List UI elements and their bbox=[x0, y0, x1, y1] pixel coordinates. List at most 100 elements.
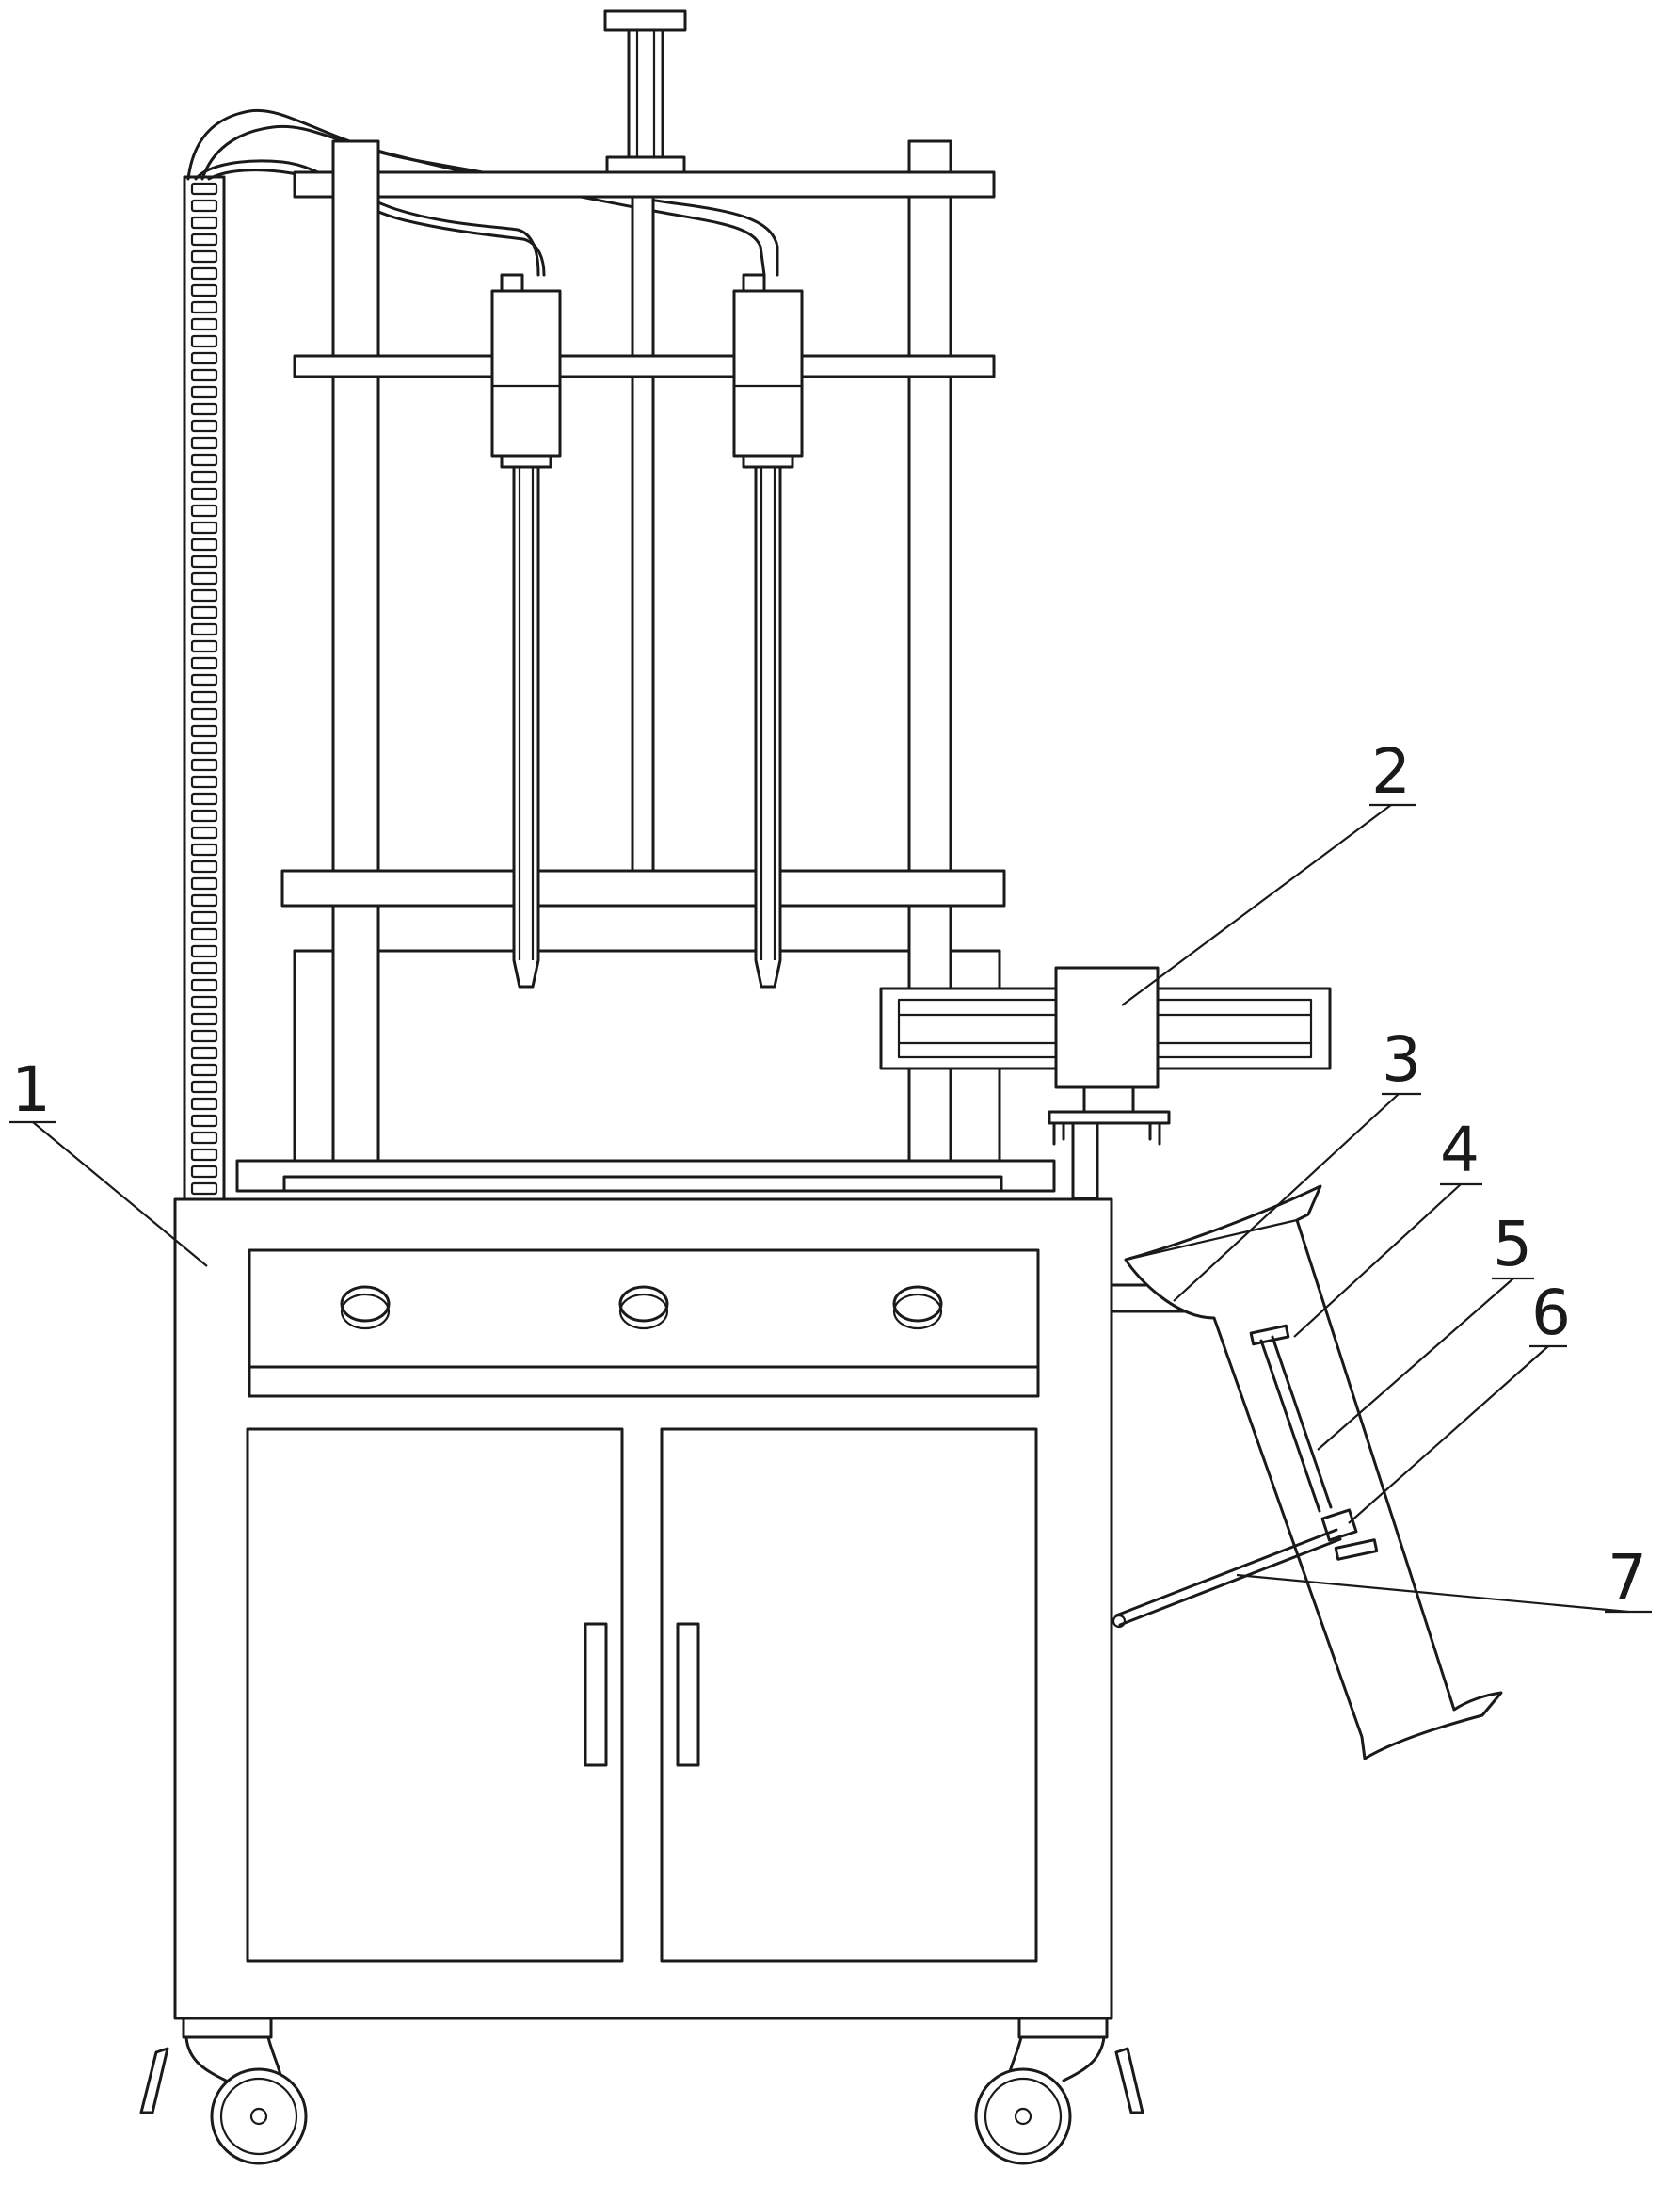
top-plate bbox=[293, 170, 996, 199]
chain-link bbox=[190, 1131, 218, 1145]
lower-plate bbox=[280, 869, 1006, 908]
chain-link bbox=[190, 521, 218, 535]
cabinet bbox=[173, 1197, 1113, 2020]
hose-cables bbox=[186, 108, 779, 277]
caster-brake-left bbox=[139, 2047, 169, 2114]
chain-link bbox=[190, 402, 218, 416]
chute bbox=[1124, 1184, 1503, 1760]
worktable-platen bbox=[282, 1175, 1003, 1193]
chain-link bbox=[190, 656, 218, 670]
label-7: 7 bbox=[1608, 1541, 1647, 1614]
chain-link bbox=[190, 1063, 218, 1077]
chain-link bbox=[190, 741, 218, 755]
label-5: 5 bbox=[1493, 1208, 1532, 1280]
actuator-right bbox=[732, 273, 804, 989]
leader-lines bbox=[9, 803, 1652, 1614]
chain-link bbox=[190, 843, 218, 857]
chain-link bbox=[190, 487, 218, 501]
chain-link bbox=[190, 300, 218, 314]
cable-chain bbox=[183, 175, 226, 1213]
chain-link bbox=[190, 334, 218, 348]
left-post bbox=[331, 139, 380, 1169]
chain-link bbox=[190, 470, 218, 484]
label-2: 2 bbox=[1371, 735, 1411, 808]
chain-link bbox=[190, 622, 218, 636]
slider-block bbox=[1054, 966, 1160, 1089]
chain-link bbox=[190, 571, 218, 586]
label-3: 3 bbox=[1382, 1023, 1421, 1096]
actuator-left bbox=[490, 273, 562, 989]
chain-link bbox=[190, 266, 218, 281]
chain-link bbox=[190, 978, 218, 992]
control-button-3 bbox=[892, 1285, 943, 1323]
chain-link bbox=[190, 809, 218, 823]
chain-link bbox=[190, 199, 218, 213]
chain-link bbox=[190, 1029, 218, 1043]
label-6: 6 bbox=[1531, 1277, 1571, 1349]
chain-link bbox=[190, 538, 218, 552]
center-rod bbox=[631, 195, 655, 876]
chain-link bbox=[190, 283, 218, 297]
chain-link bbox=[190, 1114, 218, 1128]
chain-link bbox=[190, 588, 218, 603]
chain-link bbox=[190, 826, 218, 840]
chain-link bbox=[190, 1165, 218, 1179]
door-handle-right bbox=[676, 1622, 700, 1767]
top-rod-cap bbox=[603, 9, 687, 32]
chain-link bbox=[190, 1148, 218, 1162]
linear-module bbox=[879, 966, 1332, 1200]
reference-labels: 1 2 3 4 5 6 7 bbox=[11, 735, 1647, 1614]
chain-link bbox=[190, 1097, 218, 1111]
chain-link bbox=[190, 758, 218, 772]
chain-link bbox=[190, 792, 218, 806]
chain-link bbox=[190, 1080, 218, 1094]
control-button-2 bbox=[618, 1285, 669, 1323]
control-button-1 bbox=[340, 1285, 391, 1323]
rod-bottom-cap bbox=[1334, 1538, 1379, 1561]
worktable bbox=[235, 1159, 1056, 1193]
chain-link bbox=[190, 910, 218, 924]
door-handle-left bbox=[584, 1622, 608, 1767]
chain-link bbox=[190, 216, 218, 230]
chain-link bbox=[190, 249, 218, 264]
chain-link bbox=[190, 351, 218, 365]
chain-link bbox=[190, 673, 218, 687]
chain-link bbox=[190, 690, 218, 704]
chain-link bbox=[190, 860, 218, 874]
chain-link bbox=[190, 436, 218, 450]
module-support bbox=[1071, 1121, 1099, 1200]
chain-link bbox=[190, 961, 218, 975]
cabinet-door-left bbox=[246, 1427, 624, 1963]
chain-link bbox=[190, 927, 218, 941]
label-4: 4 bbox=[1440, 1114, 1480, 1186]
chain-link bbox=[190, 639, 218, 653]
chain-link bbox=[190, 317, 218, 331]
cabinet-door-right bbox=[660, 1427, 1038, 1963]
middle-plate bbox=[293, 354, 996, 378]
chain-link bbox=[190, 419, 218, 433]
chain-link bbox=[190, 893, 218, 908]
top-rod bbox=[627, 28, 664, 159]
chain-link bbox=[190, 707, 218, 721]
chain-link bbox=[190, 385, 218, 399]
chain-link bbox=[190, 724, 218, 738]
chain-link bbox=[190, 453, 218, 467]
chain-link bbox=[190, 944, 218, 958]
chain-link bbox=[190, 368, 218, 382]
chain-link bbox=[190, 1046, 218, 1060]
chain-link bbox=[190, 182, 218, 196]
chain-link bbox=[190, 775, 218, 789]
control-panel bbox=[248, 1248, 1040, 1398]
chain-link bbox=[190, 1181, 218, 1196]
chain-link bbox=[190, 233, 218, 247]
chain-link bbox=[190, 1012, 218, 1026]
label-1: 1 bbox=[11, 1053, 51, 1126]
chain-link bbox=[190, 605, 218, 619]
chain-link bbox=[190, 504, 218, 518]
chute-assembly bbox=[1110, 1184, 1503, 1760]
caster-right bbox=[974, 2017, 1144, 2165]
caster-brake-right bbox=[1114, 2047, 1144, 2114]
chain-link bbox=[190, 555, 218, 569]
caster-left bbox=[139, 2017, 308, 2165]
